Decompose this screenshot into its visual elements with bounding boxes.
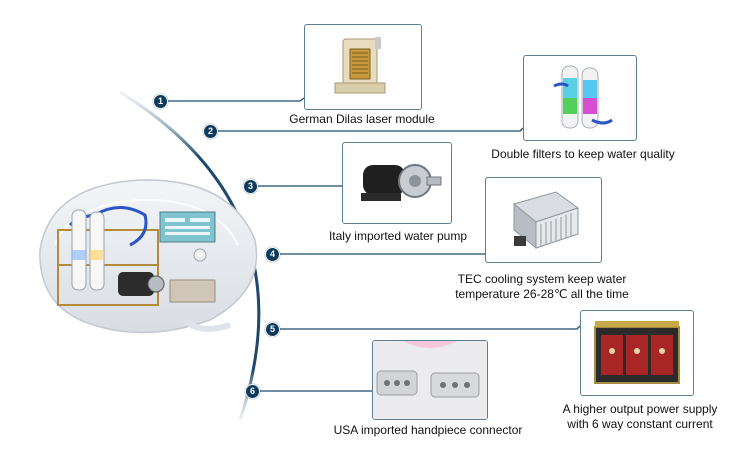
badge-2: 2 [203, 124, 218, 139]
caption-power-supply-line2: with 6 way constant current [567, 417, 713, 431]
machine-cutaway-illustration [39, 179, 258, 334]
connector-5 [274, 325, 581, 330]
water-filters-photo [523, 55, 637, 141]
connector-1 [162, 97, 305, 102]
tec-cooling-photo [485, 177, 602, 263]
caption-water-pump: Italy imported water pump [328, 229, 468, 243]
caption-tec-cooling-line2: temperature 26-28℃ all the time [455, 287, 629, 301]
caption-water-filters: Double filters to keep water quality [491, 147, 675, 161]
badge-3: 3 [243, 179, 258, 194]
caption-handpiece-connector: USA imported handpiece connector [333, 423, 523, 437]
badge-5: 5 [265, 322, 280, 337]
connector-2 [212, 127, 524, 132]
badge-6: 6 [245, 384, 260, 399]
badge-1: 1 [153, 94, 168, 109]
caption-laser-module: German Dilas laser module [289, 112, 435, 126]
caption-power-supply-line1: A higher output power supply [562, 402, 718, 416]
handpiece-connector-photo [372, 340, 488, 420]
laser-module-photo [304, 24, 422, 110]
badge-4: 4 [265, 247, 280, 262]
connector-4 [274, 250, 489, 255]
power-supply-photo [580, 310, 694, 396]
caption-tec-cooling-line1: TEC cooling system keep water [457, 272, 627, 286]
water-pump-photo [342, 142, 452, 224]
